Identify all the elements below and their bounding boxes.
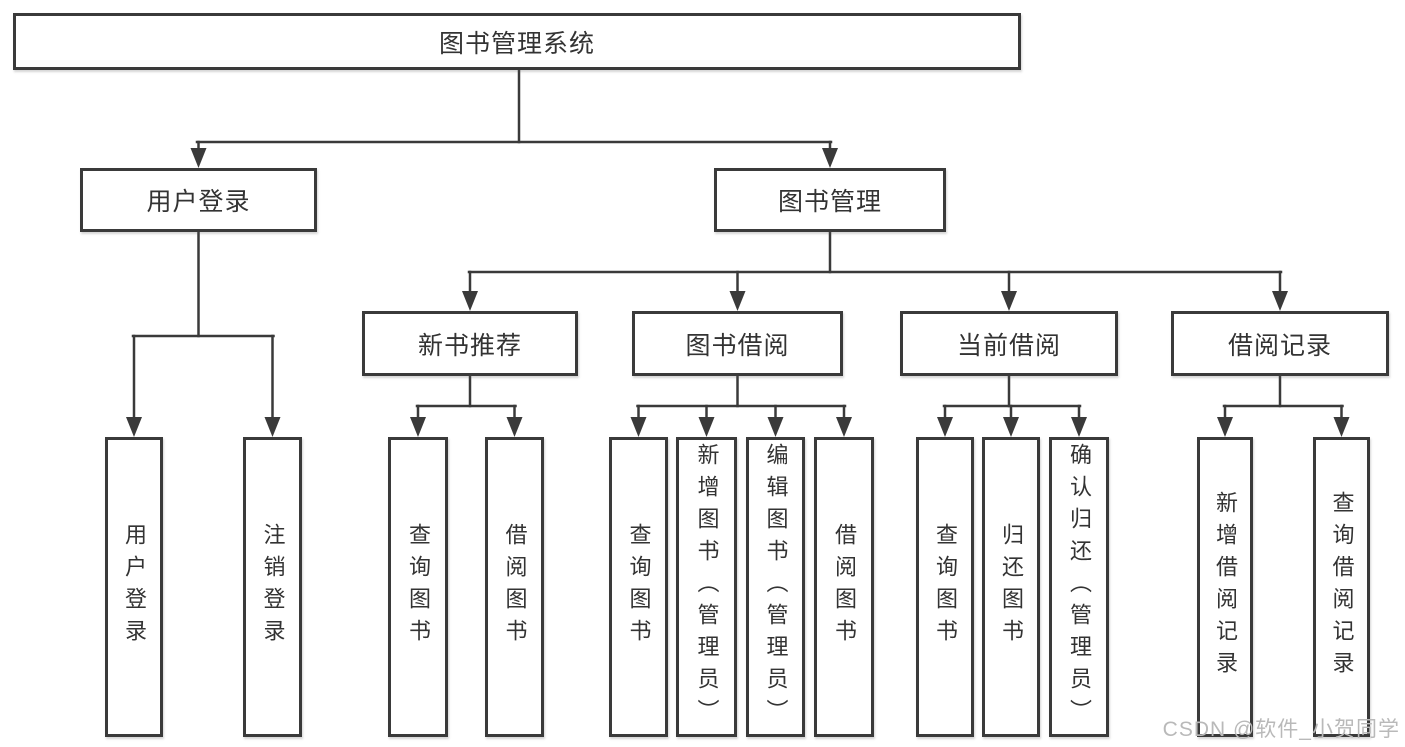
connector-current-borrowing-children	[937, 373, 1087, 437]
node-new-book-recommend: 新书推荐	[362, 311, 578, 376]
connector-book-borrowing-children	[630, 373, 852, 437]
leaf-return-books: 归还图书	[982, 437, 1040, 737]
node-current-borrowing: 当前借阅	[900, 311, 1118, 376]
leaf-query-books-borrowing-label: 查询图书	[626, 523, 652, 651]
leaf-borrow-books-borrowing: 借阅图书	[814, 437, 874, 737]
leaf-query-borrow-record: 查询借阅记录	[1313, 437, 1370, 737]
node-new-book-recommend-label: 新书推荐	[417, 331, 522, 360]
leaf-confirm-return-admin: 确认归还（管理员）	[1049, 437, 1109, 737]
leaf-borrow-books-recommend-label: 借阅图书	[502, 523, 528, 651]
leaf-add-book-admin-label: 新增图书（管理员）	[694, 443, 720, 731]
leaf-add-borrow-record-label: 新增借阅记录	[1213, 491, 1238, 683]
node-user-login: 用户登录	[80, 168, 317, 232]
leaf-query-borrow-record-label: 查询借阅记录	[1329, 491, 1355, 683]
connector-book-mgmt-children	[462, 229, 1288, 311]
leaf-user-login: 用户登录	[105, 437, 163, 737]
node-library-system-label: 图书管理系统	[438, 29, 595, 58]
node-borrowing-records: 借阅记录	[1171, 311, 1389, 376]
leaf-query-books-current-label: 查询图书	[933, 523, 958, 651]
connector-new-book-recommend-children	[410, 373, 523, 437]
leaf-add-book-admin: 新增图书（管理员）	[676, 437, 737, 737]
node-book-management-label: 图书管理	[777, 188, 882, 216]
leaf-query-books-recommend: 查询图书	[388, 437, 448, 737]
leaf-edit-book-admin-label: 编辑图书（管理员）	[763, 443, 789, 731]
leaf-query-books-current: 查询图书	[916, 437, 974, 737]
leaf-borrow-books-recommend: 借阅图书	[485, 437, 544, 737]
node-user-login-label: 用户登录	[146, 188, 251, 216]
watermark-text: CSDN @软件_小贺同学	[1162, 718, 1400, 741]
node-book-management: 图书管理	[714, 168, 946, 232]
leaf-borrow-books-borrowing-label: 借阅图书	[832, 523, 857, 651]
leaf-add-borrow-record: 新增借阅记录	[1197, 437, 1253, 737]
leaf-confirm-return-admin-label: 确认归还（管理员）	[1067, 443, 1092, 731]
node-current-borrowing-label: 当前借阅	[956, 331, 1061, 360]
leaf-query-books-borrowing: 查询图书	[609, 437, 668, 737]
leaf-return-books-label: 归还图书	[999, 523, 1024, 651]
leaf-logout-label: 注销登录	[260, 523, 286, 651]
connector-borrowing-records-children	[1217, 373, 1350, 437]
leaf-user-login-label: 用户登录	[122, 523, 147, 651]
node-borrowing-records-label: 借阅记录	[1227, 331, 1332, 360]
leaf-query-books-recommend-label: 查询图书	[406, 523, 431, 651]
connector-user-login-children	[126, 229, 281, 437]
leaf-logout: 注销登录	[243, 437, 302, 737]
leaf-edit-book-admin: 编辑图书（管理员）	[746, 437, 805, 737]
node-library-system: 图书管理系统	[13, 13, 1021, 70]
node-book-borrowing: 图书借阅	[632, 311, 843, 376]
node-book-borrowing-label: 图书借阅	[685, 331, 790, 360]
connector-root-to-branches	[190, 67, 838, 168]
